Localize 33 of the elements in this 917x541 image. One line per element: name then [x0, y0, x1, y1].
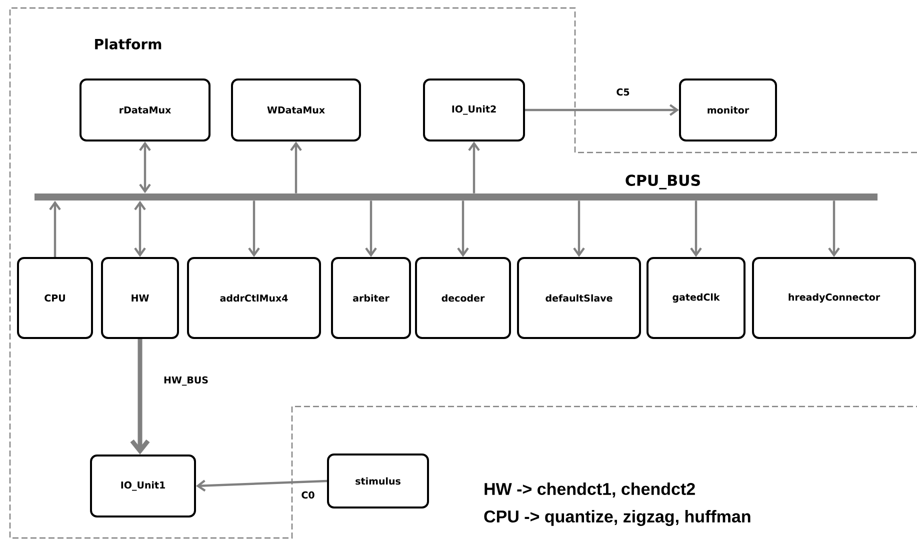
arrow [134, 200, 146, 257]
component-box: defaultSlave [517, 257, 641, 339]
arrow [457, 200, 469, 257]
arrow [365, 200, 377, 257]
component-box: hreadyConnector [752, 257, 916, 339]
component-box: IO_Unit2 [423, 78, 525, 142]
node-label: CPU_BUS [626, 174, 700, 190]
arrow [468, 142, 480, 194]
arrow [573, 200, 585, 257]
edge-label: C5 [616, 88, 630, 96]
component-box: HW [101, 257, 179, 339]
arrow [828, 200, 840, 257]
component-box: decoder [415, 257, 511, 339]
component-box: arbiter [331, 257, 411, 339]
bus-bar: CPU_BUS [34, 174, 878, 200]
arrow [139, 142, 151, 194]
arrow [525, 104, 679, 116]
component-box: addrCtlMux4 [187, 257, 321, 339]
component-box: IO_Unit1 [90, 454, 196, 518]
arrow [196, 480, 328, 492]
arrow [290, 142, 302, 194]
component-box: CPU [17, 257, 93, 339]
component-box: WDataMux [231, 78, 361, 142]
component-box: rDataMux [80, 78, 210, 142]
edge-label: HW_BUS [164, 376, 208, 386]
note-text: HW -> chendct1, chendct2 [484, 482, 695, 498]
edge-label: C0 [302, 491, 314, 499]
arrow [690, 200, 702, 257]
arrow [49, 200, 61, 257]
arrow [130, 339, 150, 454]
note-text: CPU -> quantize, zigzag, huffman [484, 510, 750, 526]
arrow [248, 200, 260, 257]
component-box: gatedClk [646, 257, 746, 339]
